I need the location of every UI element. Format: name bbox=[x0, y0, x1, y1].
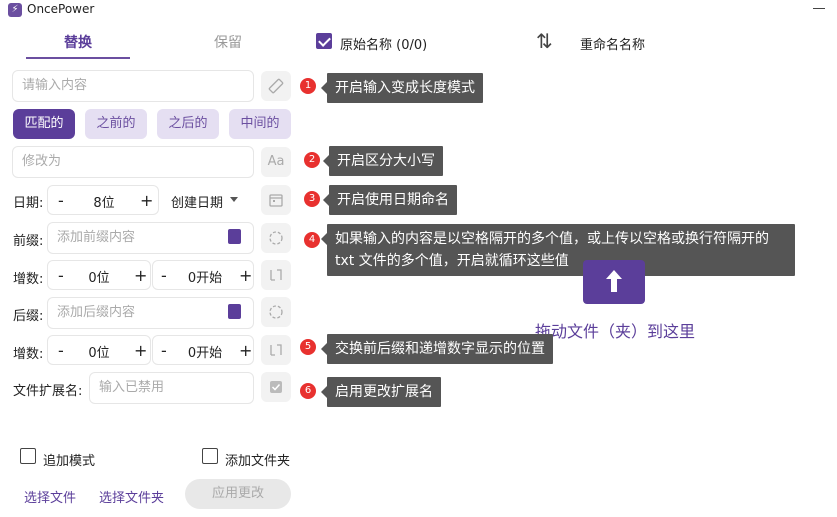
increment-start-value-2: 0开始 bbox=[187, 346, 223, 361]
extension-label: 文件扩展名: bbox=[13, 384, 83, 399]
date-plus-button[interactable]: + bbox=[140, 191, 154, 210]
upload-file-icon[interactable] bbox=[228, 304, 241, 319]
tab-keep[interactable]: 保留 bbox=[214, 35, 242, 51]
increment-start-stepper-2: - 0开始 + bbox=[152, 335, 254, 365]
increment-digits-value-2: 0位 bbox=[88, 346, 110, 361]
tooltip-length-mode: 开启输入变成长度模式 bbox=[321, 73, 483, 103]
swap-position-toggle-2[interactable] bbox=[261, 335, 291, 365]
increment-digits-minus-2[interactable]: - bbox=[58, 341, 64, 360]
swap-icon bbox=[270, 344, 282, 356]
badge-4: 4 bbox=[304, 232, 320, 248]
tooltip-enable-extension: 启用更改扩展名 bbox=[321, 377, 441, 407]
date-digits-value: 8位 bbox=[93, 196, 115, 211]
increment-start-stepper-1: - 0开始 + bbox=[152, 260, 254, 290]
upload-file-icon[interactable] bbox=[228, 229, 241, 244]
badge-5: 5 bbox=[300, 339, 316, 355]
tooltip-loop-values: 如果输入的内容是以空格隔开的多个值，或上传以空格或换行符隔开的 txt 文件的多… bbox=[321, 224, 795, 276]
app-logo-icon: ⚡ bbox=[8, 3, 22, 17]
arrow-up-icon bbox=[606, 270, 622, 292]
badge-3: 3 bbox=[304, 191, 320, 207]
calendar-icon bbox=[269, 194, 283, 207]
sort-icon[interactable]: ⇅ bbox=[536, 29, 553, 53]
date-label: 日期: bbox=[13, 196, 44, 211]
tab-underline bbox=[26, 57, 130, 59]
increment-digits-stepper-1: - 0位 + bbox=[47, 260, 151, 290]
extension-input[interactable]: 输入已禁用 bbox=[89, 372, 254, 404]
date-naming-toggle[interactable] bbox=[261, 185, 291, 215]
increment-digits-minus-1[interactable]: - bbox=[58, 266, 64, 285]
apply-changes-button[interactable]: 应用更改 bbox=[185, 479, 291, 509]
prefix-loop-toggle[interactable] bbox=[261, 223, 291, 253]
chevron-down-icon[interactable] bbox=[230, 197, 238, 202]
date-minus-button[interactable]: - bbox=[58, 191, 64, 210]
minimize-icon[interactable] bbox=[813, 8, 825, 9]
app-title: OncePower bbox=[27, 2, 95, 16]
increment-start-plus-2[interactable]: + bbox=[239, 341, 253, 360]
suffix-input[interactable]: 添加后缀内容 bbox=[47, 297, 254, 329]
modify-input[interactable]: 修改为 bbox=[12, 146, 254, 178]
ruler-icon bbox=[268, 78, 284, 94]
append-mode-label: 追加模式 bbox=[43, 454, 96, 469]
match-mode-matched[interactable]: 匹配的 bbox=[13, 109, 75, 139]
increment-start-value-1: 0开始 bbox=[187, 271, 223, 286]
swap-icon bbox=[270, 269, 282, 281]
dropzone-text[interactable]: 拖动文件（夹）到这里 bbox=[534, 322, 695, 341]
select-files-link[interactable]: 选择文件 bbox=[24, 491, 77, 506]
tab-replace[interactable]: 替换 bbox=[64, 35, 92, 51]
increment-label-2: 增数: bbox=[13, 347, 44, 362]
original-name-label: 原始名称 (0/0) bbox=[340, 38, 428, 53]
increment-start-plus-1[interactable]: + bbox=[239, 266, 253, 285]
length-mode-toggle[interactable] bbox=[261, 71, 291, 101]
increment-start-minus-2[interactable]: - bbox=[161, 341, 167, 360]
date-digits-stepper: - 8位 + bbox=[47, 185, 159, 215]
match-mode-middle[interactable]: 中间的 bbox=[229, 109, 291, 139]
date-type-select[interactable]: 创建日期 bbox=[171, 196, 224, 211]
prefix-input[interactable]: 添加前缀内容 bbox=[47, 222, 254, 254]
swap-position-toggle-1[interactable] bbox=[261, 260, 291, 290]
tooltip-case-sensitive: 开启区分大小写 bbox=[323, 146, 443, 176]
increment-digits-plus-1[interactable]: + bbox=[134, 266, 148, 285]
replace-input[interactable]: 请输入内容 bbox=[12, 70, 254, 102]
match-mode-before[interactable]: 之前的 bbox=[85, 109, 147, 139]
add-folder-label: 添加文件夹 bbox=[225, 454, 291, 469]
checkbox-icon bbox=[270, 381, 282, 393]
loop-icon bbox=[269, 305, 283, 319]
select-folder-link[interactable]: 选择文件夹 bbox=[99, 491, 165, 506]
title-bar: ⚡ OncePower bbox=[0, 0, 837, 20]
suffix-loop-toggle[interactable] bbox=[261, 297, 291, 327]
match-mode-after[interactable]: 之后的 bbox=[157, 109, 219, 139]
loop-icon bbox=[269, 231, 283, 245]
rename-name-label: 重命名名称 bbox=[580, 38, 646, 53]
badge-1: 1 bbox=[300, 78, 316, 94]
append-mode-checkbox[interactable] bbox=[20, 448, 36, 464]
increment-digits-stepper-2: - 0位 + bbox=[47, 335, 151, 365]
badge-6: 6 bbox=[300, 383, 316, 399]
increment-start-minus-1[interactable]: - bbox=[161, 266, 167, 285]
increment-digits-plus-2[interactable]: + bbox=[134, 341, 148, 360]
extension-enable-toggle[interactable] bbox=[261, 372, 291, 402]
add-folder-checkbox[interactable] bbox=[202, 448, 218, 464]
original-name-checkbox[interactable] bbox=[316, 33, 332, 49]
suffix-label: 后缀: bbox=[13, 309, 44, 324]
tooltip-swap-position: 交换前后缀和递增数字显示的位置 bbox=[321, 334, 553, 364]
badge-2: 2 bbox=[304, 152, 320, 168]
upload-button[interactable] bbox=[583, 260, 645, 304]
increment-label-1: 增数: bbox=[13, 272, 44, 287]
tooltip-date-naming: 开启使用日期命名 bbox=[323, 185, 457, 215]
increment-digits-value-1: 0位 bbox=[88, 271, 110, 286]
case-sensitive-toggle[interactable]: Aa bbox=[261, 147, 291, 177]
prefix-label: 前缀: bbox=[13, 234, 44, 249]
